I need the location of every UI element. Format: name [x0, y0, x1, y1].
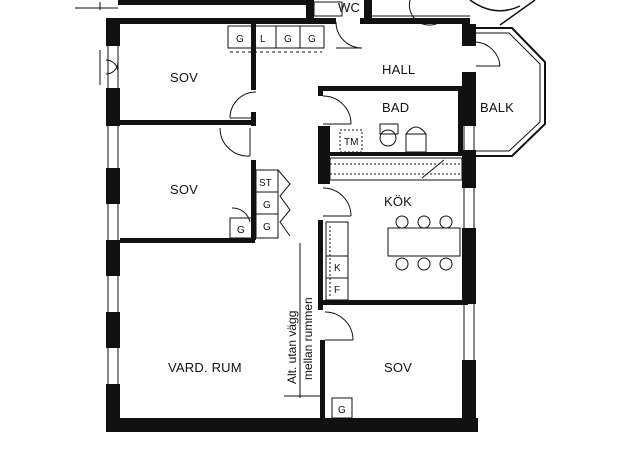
room-label-sov-bottom: SOV: [384, 360, 412, 375]
room-label-sov-middle: SOV: [170, 182, 198, 197]
room-label-balk: BALK: [480, 100, 514, 115]
closet-label-g-bottom: G: [338, 405, 346, 416]
closet-label-top-2: L: [260, 34, 266, 45]
alternative-wall-note: Alt. utan vägg mellan rummen: [285, 297, 315, 384]
closet-label-top-3: G: [284, 34, 292, 45]
room-label-vardrum: VARD. RUM: [168, 360, 242, 375]
closet-label-g-small: G: [237, 225, 245, 236]
closet-label-g2: G: [263, 222, 271, 233]
room-label-hall: HALL: [382, 62, 415, 77]
interior-walls: [120, 24, 468, 420]
closet-label-top-4: G: [308, 34, 316, 45]
top-edge-fragments: [75, 0, 536, 26]
fixture-label-k: K: [334, 263, 341, 274]
windows: [99, 46, 475, 384]
room-label-kok: KÖK: [384, 194, 412, 209]
room-label-sov-top: SOV: [170, 70, 198, 85]
closets: [227, 25, 353, 419]
note-line-1: Alt. utan vägg: [285, 311, 299, 384]
alternative-wall: [284, 243, 322, 398]
fixture-label-tm: TM: [344, 137, 358, 148]
balcony: [475, 27, 546, 157]
note-line-2: mellan rummen: [301, 297, 315, 380]
bathroom-fixtures: [339, 123, 427, 153]
closet-label-top-1: G: [236, 34, 244, 45]
closet-label-g1: G: [263, 200, 271, 211]
doors: [219, 21, 363, 341]
room-label-wc: WC: [338, 0, 360, 15]
kitchen-fixtures: [325, 157, 463, 301]
room-label-bad: BAD: [382, 100, 409, 115]
closet-label-st: ST: [259, 178, 272, 189]
outer-walls: [106, 18, 478, 432]
fixture-label-f: F: [334, 285, 340, 296]
